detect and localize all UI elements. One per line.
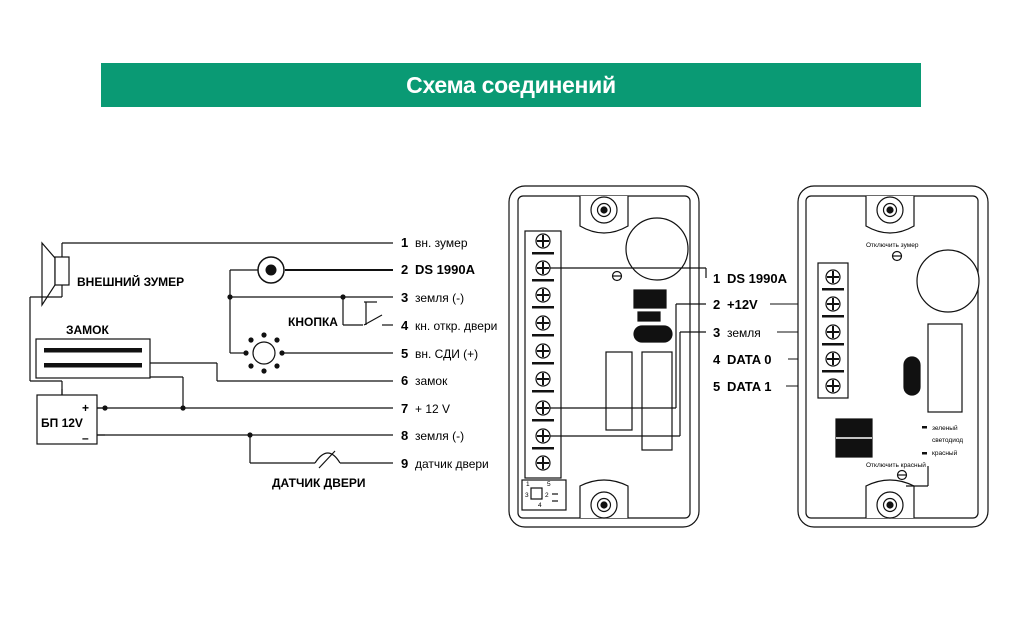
disable-buzzer-label: Отключить зумер xyxy=(866,242,919,249)
psu-minus: – xyxy=(82,431,89,445)
terminal-5-num: 5 xyxy=(401,346,408,361)
terminal-5-label: вн. СДИ (+) xyxy=(415,347,478,361)
terminal-8-label: земля (-) xyxy=(415,429,464,443)
connector-2-label: +12V xyxy=(727,297,758,312)
jumper-label-3: 3 xyxy=(525,492,529,499)
connector-4-num: 4 xyxy=(713,352,721,367)
page-title: Схема соединений xyxy=(406,72,616,98)
green-led-label: зеленый xyxy=(932,424,958,432)
terminal-9-num: 9 xyxy=(401,456,408,471)
jumper-label-2: 2 xyxy=(545,492,549,499)
connector-3-label: земля xyxy=(727,326,761,340)
title-banner: Схема соединений xyxy=(101,63,921,107)
connector-3-num: 3 xyxy=(713,325,720,340)
connector-4-label: DATA 0 xyxy=(727,352,772,367)
terminal-2-label: DS 1990A xyxy=(415,262,476,277)
lock-caption: ЗАМОК xyxy=(66,323,110,337)
connector-5-label: DATA 1 xyxy=(727,379,772,394)
psu-plus: + xyxy=(82,401,89,415)
terminal-3-label: земля (-) xyxy=(415,291,464,305)
jumper-label-4: 4 xyxy=(538,502,542,509)
terminal-4-num: 4 xyxy=(401,318,409,333)
junction-dots xyxy=(102,294,346,438)
terminal-8-num: 8 xyxy=(401,428,408,443)
terminal-7-label: + 12 V xyxy=(415,402,450,416)
terminal-1-label: вн. зумер xyxy=(415,236,468,250)
button-caption: КНОПКА xyxy=(288,315,338,329)
connector-labels: 1 DS 1990A 2 +12V 3 земля 4 DATA 0 5 DAT… xyxy=(713,271,788,394)
front-terminal-screws xyxy=(532,233,554,471)
led-indicator xyxy=(243,332,285,374)
led-label: светодиод xyxy=(932,437,963,444)
connector-1-num: 1 xyxy=(713,271,720,286)
connector-5-num: 5 xyxy=(713,379,720,394)
jumper-label-1: 1 xyxy=(526,481,530,488)
wiring-schematic xyxy=(29,241,393,469)
connector-1-label: DS 1990A xyxy=(727,271,788,286)
red-led-label: красный xyxy=(932,449,958,457)
psu-caption: БП 12V xyxy=(41,416,83,430)
ds1990a-probe xyxy=(257,256,285,284)
jumper-label-5: 5 xyxy=(547,481,551,488)
terminal-3-num: 3 xyxy=(401,290,408,305)
terminal-9-label: датчик двери xyxy=(415,457,489,471)
terminal-labels: 1 вн. зумер 2 DS 1990A 3 земля (-) 4 кн.… xyxy=(401,235,497,471)
disable-red-label: Отключить красный xyxy=(866,461,926,469)
buzzer-caption: ВНЕШНИЙ ЗУМЕР xyxy=(77,274,184,289)
door-sensor-caption: ДАТЧИК ДВЕРИ xyxy=(272,476,366,490)
terminal-7-num: 7 xyxy=(401,401,408,416)
terminal-1-num: 1 xyxy=(401,235,408,250)
led-jumper-marks xyxy=(922,426,927,455)
terminal-4-label: кн. откр. двери xyxy=(415,319,497,333)
back-terminal-screws xyxy=(822,269,844,394)
terminal-6-label: замок xyxy=(415,374,448,388)
reader-board-back xyxy=(797,185,989,528)
connector-2-num: 2 xyxy=(713,297,720,312)
terminal-2-num: 2 xyxy=(401,262,408,277)
terminal-6-num: 6 xyxy=(401,373,408,388)
